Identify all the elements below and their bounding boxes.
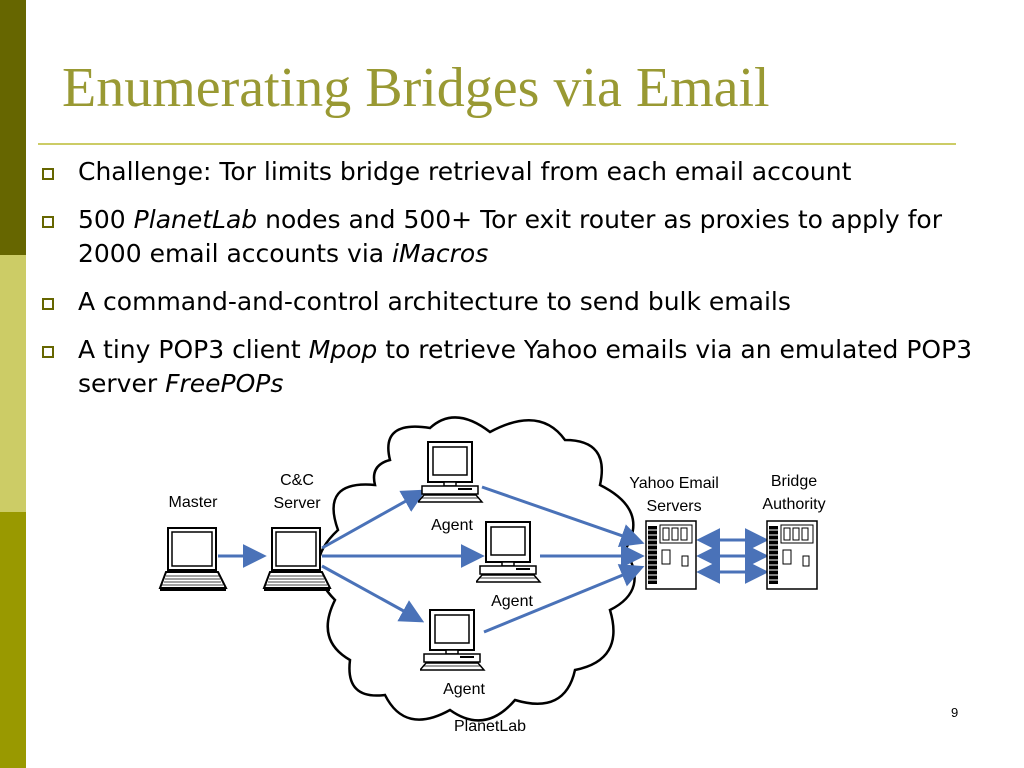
- square-bullet-icon: [42, 216, 54, 228]
- bullet-text-italic: Mpop: [308, 335, 378, 364]
- cc-label-line2: Server: [273, 495, 321, 512]
- arrow-cc-to-agent-bottom: [321, 564, 425, 623]
- agent-top-computer-icon: [418, 441, 483, 503]
- arrow-agent-top-to-yahoo: [481, 485, 645, 548]
- bridge-authority-server-icon: [766, 520, 818, 590]
- cc-server-laptop-icon: [263, 527, 331, 592]
- agent-label-top: Agent: [431, 517, 473, 534]
- yahoo-label-line2: Servers: [646, 498, 702, 515]
- bridge-label-line1: Bridge: [770, 473, 818, 490]
- bullet-item: Challenge: Tor limits bridge retrieval f…: [40, 155, 1000, 189]
- bullet-text: nodes and 500+ Tor exit router as proxie…: [78, 205, 942, 268]
- yahoo-server-icon: [645, 520, 697, 590]
- square-bullet-icon: [42, 298, 54, 310]
- bullet-text-italic: FreePOPs: [165, 369, 284, 398]
- planetlab-cloud-label: PlanetLab: [453, 718, 527, 735]
- page-number: 9: [951, 705, 959, 720]
- master-laptop-icon: [159, 527, 227, 592]
- bullet-list: Challenge: Tor limits bridge retrieval f…: [40, 155, 1000, 415]
- bullet-text: to retrieve Yahoo emails via an emulated…: [78, 335, 973, 398]
- left-band-mid: [0, 512, 26, 768]
- cc-label-line1: C&C: [280, 472, 314, 489]
- bullet-text: 500: [78, 205, 134, 234]
- agent-label-bottom: Agent: [443, 681, 485, 698]
- bullet-item: 500 PlanetLab nodes and 500+ Tor exit ro…: [40, 203, 1000, 271]
- square-bullet-icon: [42, 168, 54, 180]
- bullet-text: A command-and-control architecture to se…: [78, 287, 791, 316]
- bridge-label-line2: Authority: [762, 496, 826, 513]
- bullet-text: A tiny POP3 client: [78, 335, 309, 364]
- bullet-item: A tiny POP3 client Mpop to retrieve Yaho…: [40, 333, 1000, 401]
- yahoo-label-line1: Yahoo Email: [629, 475, 719, 492]
- planetlab-cloud: [317, 416, 636, 722]
- master-label: Master: [168, 494, 218, 511]
- title-rule: [38, 143, 956, 145]
- left-band-light: [0, 255, 26, 512]
- slide-title: Enumerating Bridges via Email: [62, 57, 770, 119]
- square-bullet-icon: [42, 346, 54, 358]
- bullet-text-italic: PlanetLab: [133, 205, 258, 234]
- agent-label-middle: Agent: [491, 593, 533, 610]
- arrow-cc-to-agent-top: [321, 489, 427, 550]
- bullet-text: Challenge: Tor limits bridge retrieval f…: [78, 157, 852, 186]
- bullet-text-italic: iMacros: [392, 239, 489, 268]
- arrow-agent-bottom-to-yahoo: [483, 564, 645, 634]
- agent-bottom-computer-icon: [420, 609, 485, 671]
- left-band-dark: [0, 0, 26, 255]
- bullet-item: A command-and-control architecture to se…: [40, 285, 1000, 319]
